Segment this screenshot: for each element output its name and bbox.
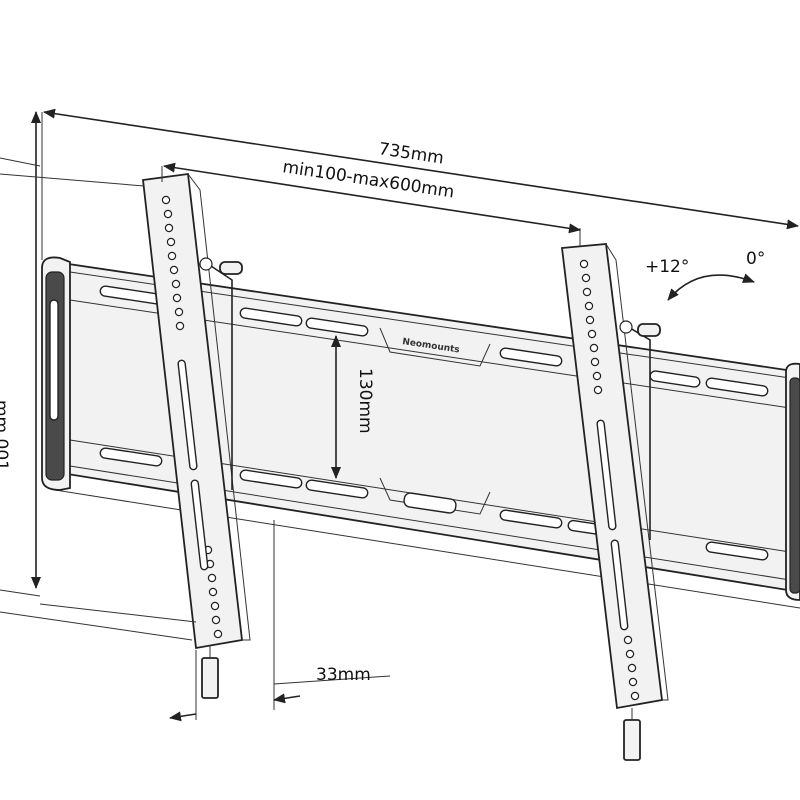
left-end-cap	[41, 256, 71, 491]
right-bracket	[560, 243, 669, 761]
wall-distance-label: 33mm	[316, 665, 371, 685]
top-slots	[99, 285, 769, 397]
slot-spacing-dimension: 130mm	[331, 335, 375, 479]
bottom-slots	[99, 447, 769, 561]
right-bracket-holes	[579, 259, 640, 701]
wall-distance-dimension: 33mm	[169, 520, 391, 722]
slot-spacing-label: 130mm	[355, 368, 375, 434]
vesa-range-dimension: min100-max600mm	[161, 157, 581, 246]
tilt-indicator: +12° 0°	[645, 249, 765, 301]
tilt-zero-label: 0°	[746, 249, 765, 269]
height-dimension: mm 001	[0, 111, 197, 641]
right-end-cap	[785, 362, 800, 601]
right-lock-pin	[623, 719, 641, 761]
tilt-plus-label: +12°	[645, 257, 689, 277]
height-label: mm 001	[0, 400, 11, 471]
left-lock-pin	[201, 657, 219, 699]
